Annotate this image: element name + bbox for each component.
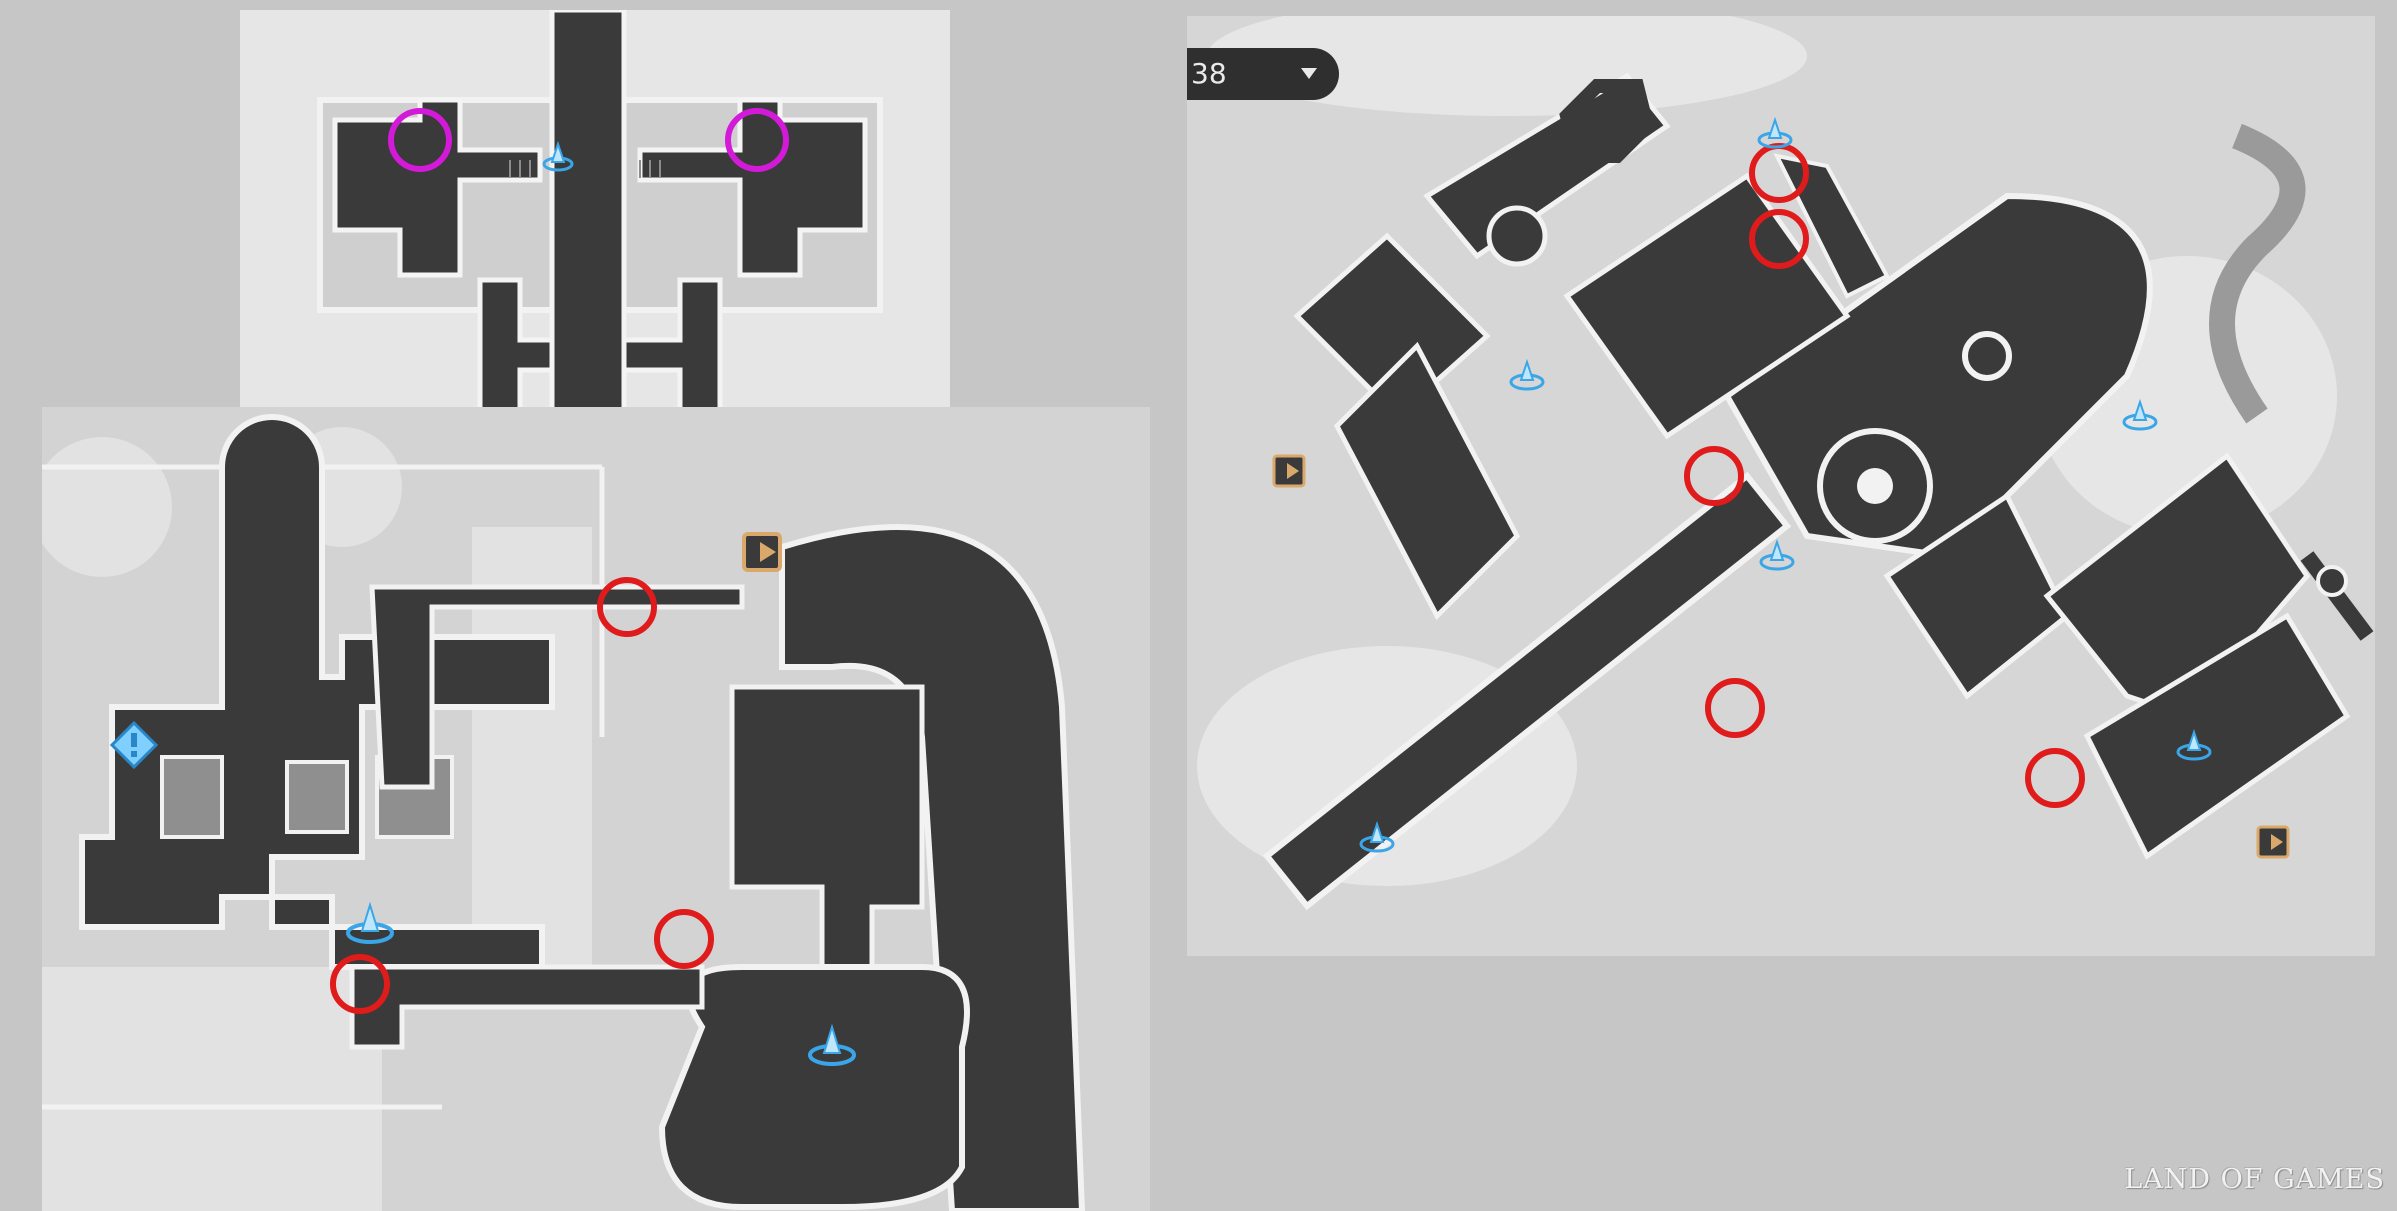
southwest-walkway bbox=[1262, 471, 1792, 911]
special-marker-circle[interactable] bbox=[388, 108, 452, 172]
space-anchor-icon[interactable] bbox=[2122, 398, 2158, 431]
space-anchor-icon[interactable] bbox=[1759, 538, 1795, 571]
east-area-map: 38 bbox=[1187, 16, 2375, 956]
south-passage bbox=[349, 964, 705, 1050]
east-area-layout bbox=[1197, 16, 2374, 911]
lower-area-map bbox=[42, 407, 1150, 1211]
left-wing-room bbox=[332, 97, 543, 278]
collectible-marker-circle[interactable] bbox=[1705, 678, 1765, 738]
space-anchor-icon[interactable] bbox=[1509, 358, 1545, 391]
exit-door-icon[interactable] bbox=[1272, 454, 1306, 488]
exit-door-icon[interactable] bbox=[2256, 825, 2290, 859]
special-marker-circle[interactable] bbox=[725, 108, 789, 172]
space-anchor-icon[interactable] bbox=[1359, 820, 1395, 853]
chevron-down-icon bbox=[1301, 68, 1317, 79]
northwest-complex bbox=[1563, 172, 1851, 440]
north-corridor bbox=[369, 584, 745, 790]
collectible-marker-circle[interactable] bbox=[597, 577, 657, 637]
central-block bbox=[729, 684, 925, 970]
floor-label: 38 bbox=[1191, 57, 1227, 90]
floor-dropdown[interactable]: 38 bbox=[1187, 48, 1339, 100]
collectible-marker-circle[interactable] bbox=[654, 909, 714, 969]
exit-door-icon[interactable] bbox=[742, 532, 782, 572]
space-anchor-icon[interactable] bbox=[346, 901, 394, 944]
collectible-marker-circle[interactable] bbox=[330, 954, 390, 1014]
space-anchor-icon[interactable] bbox=[808, 1023, 856, 1066]
space-anchor-icon[interactable] bbox=[2176, 728, 2212, 761]
west-building bbox=[1293, 232, 1491, 420]
space-anchor-icon[interactable] bbox=[1757, 116, 1793, 149]
right-wing-room bbox=[637, 97, 868, 278]
watermark: LAND OF GAMES bbox=[2124, 1164, 2385, 1195]
diamond-waypoint-icon[interactable] bbox=[109, 720, 159, 770]
upper-floor-layout bbox=[317, 10, 883, 462]
east-gallery bbox=[779, 524, 1086, 1211]
upper-floor-map bbox=[240, 10, 950, 462]
space-anchor-icon[interactable] bbox=[542, 140, 574, 172]
collectible-marker-circle[interactable] bbox=[1684, 446, 1744, 506]
lower-area-layout bbox=[42, 414, 1086, 1211]
collectible-marker-circle[interactable] bbox=[1749, 209, 1809, 269]
collectible-marker-circle[interactable] bbox=[2025, 748, 2085, 808]
central-corridor bbox=[549, 10, 627, 462]
south-rotunda bbox=[658, 964, 970, 1210]
